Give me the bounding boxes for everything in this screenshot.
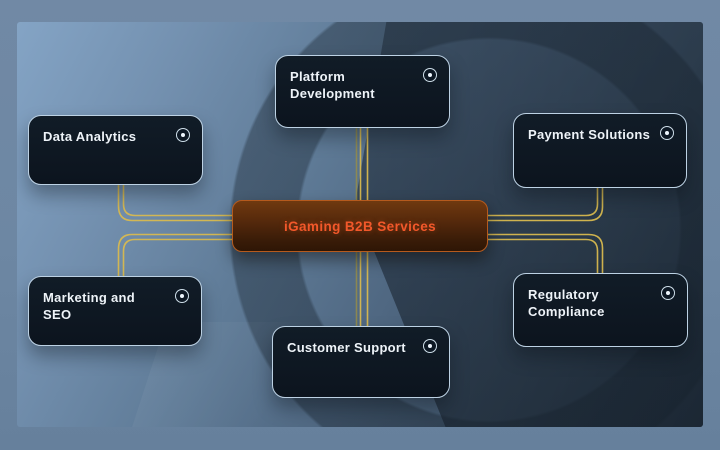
node-label: Regulatory Compliance	[528, 287, 605, 320]
record-dot-icon	[661, 286, 675, 300]
connector-regulatory-compliance	[488, 238, 599, 273]
connector-marketing-seo	[122, 238, 232, 276]
connector-payment-solutions	[488, 188, 599, 217]
node-platform-development: Platform Development	[275, 55, 450, 128]
connector-payment-solutions	[488, 188, 604, 222]
node-payment-solutions: Payment Solutions	[513, 113, 687, 188]
node-marketing-and-seo: Marketing and SEO	[28, 276, 202, 346]
connector-lines	[117, 128, 604, 326]
node-label: Data Analytics	[43, 129, 137, 144]
record-dot-icon	[176, 128, 190, 142]
connector-regulatory-compliance	[488, 233, 604, 273]
record-dot-icon	[423, 68, 437, 82]
node-data-analytics: Data Analytics	[28, 115, 203, 185]
node-regulatory-compliance: Regulatory Compliance	[513, 273, 688, 347]
node-igaming-b2b-services: iGaming B2B Services	[232, 200, 488, 252]
node-label: Payment Solutions	[528, 127, 651, 142]
record-dot-icon	[423, 339, 437, 353]
record-dot-icon	[660, 126, 674, 140]
connector-data-analytics	[122, 185, 232, 217]
center-title: iGaming B2B Services	[283, 218, 437, 234]
node-label: Platform Development	[290, 69, 375, 102]
node-label: Customer Support	[287, 340, 406, 355]
connector-marketing-seo	[117, 233, 232, 276]
diagram-canvas: Platform Development Data Analytics Paym…	[17, 22, 703, 427]
record-dot-icon	[175, 289, 189, 303]
node-label: Marketing and SEO	[43, 290, 136, 323]
node-customer-support: Customer Support	[272, 326, 450, 398]
connector-data-analytics	[117, 185, 232, 222]
